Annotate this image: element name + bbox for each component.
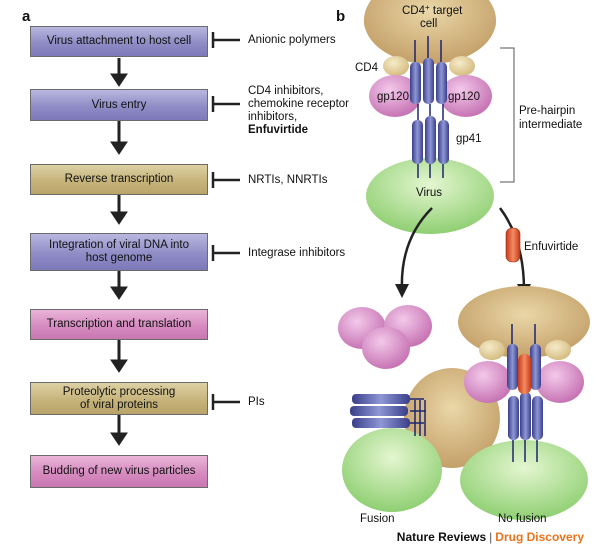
cd4-label: CD4: [355, 62, 379, 74]
virus-cell-top: [366, 158, 494, 234]
inhibitor-pis: PIs: [248, 396, 265, 408]
inhibition-bar-4: [211, 245, 240, 261]
panel-a-letter: a: [22, 8, 31, 25]
inhibitor-integrase: Integrase inhibitors: [248, 247, 346, 259]
nofusion-virus-cell: [460, 440, 588, 520]
target-cell-label: CD4+ target: [402, 3, 463, 17]
cd4-left: [383, 56, 409, 76]
helix-bundle-top-lower: [412, 116, 449, 164]
flow-arrow-6: [110, 414, 128, 446]
inhibition-bar-3: [211, 172, 240, 188]
pre-hairpin-complex: [364, 0, 515, 234]
step-virus-attachment: Virus attachment to host cell: [30, 26, 208, 57]
gp120-left-label: gp120: [377, 91, 409, 103]
nofusion-target-cell: [458, 286, 590, 358]
no-fusion-outcome-label: No fusion: [498, 513, 547, 525]
no-fusion-complex: [458, 286, 590, 520]
fusion-arrow: [400, 207, 433, 291]
intermediate-bracket: [500, 47, 515, 183]
bound-enfuvirtide: [518, 354, 531, 394]
inhibition-bar-1: [211, 32, 240, 48]
flow-arrow-3: [110, 194, 128, 225]
step-reverse-transcription: Reverse transcription: [30, 164, 208, 195]
flow-arrows: [110, 58, 128, 446]
step-transcription-translation: Transcription and translation: [30, 309, 208, 340]
flow-arrow-1: [110, 58, 128, 87]
cd4-right: [449, 56, 475, 76]
gp120-right-label: gp120: [448, 91, 480, 103]
intermediate-label-line2: intermediate: [519, 119, 582, 131]
step-proteolytic-processing: Proteolytic processing of viral proteins: [30, 382, 208, 415]
fusion-outcome-label: Fusion: [360, 513, 395, 525]
panel-b-letter: b: [336, 8, 346, 25]
virus-label: Virus: [416, 187, 442, 199]
credit-separator: |: [489, 530, 493, 544]
inhibition-bar-6: [211, 394, 240, 410]
shed-gp120: [338, 305, 432, 369]
step-virus-entry: Virus entry: [30, 89, 208, 121]
fusion-virus-cell: [342, 428, 442, 512]
helix-bundle-top-upper: [410, 58, 447, 104]
step-budding: Budding of new virus particles: [30, 455, 208, 488]
flow-arrow-5: [110, 340, 128, 373]
journal-credit: Nature Reviews|Drug Discovery: [397, 530, 584, 544]
inhibitor-enfuvirtide: Enfuvirtide: [248, 124, 309, 136]
fusion-peptide-lines: [414, 36, 444, 178]
enfuvirtide-label: Enfuvirtide: [524, 241, 578, 253]
gp41-label: gp41: [456, 133, 482, 145]
credit-journal: Nature Reviews: [396, 530, 487, 544]
gp120-right: [440, 75, 492, 117]
target-cell-cd4: CD4: [402, 5, 426, 17]
enfuvirtide-drug: [505, 227, 521, 263]
target-cell-line2: cell: [420, 18, 437, 30]
target-cell-sup: +: [425, 3, 430, 12]
inhibitor-entry-text: CD4 inhibitors, chemokine receptor inhib…: [248, 85, 349, 123]
inhibition-bar-2: [211, 96, 240, 112]
flow-arrow-4: [110, 270, 128, 300]
inhibition-bars: [211, 32, 240, 410]
inhibitor-nrtis: NRTIs, NNRTIs: [248, 174, 328, 186]
target-cell-body: [364, 0, 496, 64]
credit-section: Drug Discovery: [495, 530, 584, 544]
flow-arrow-2: [110, 121, 128, 155]
step-integration: Integration of viral DNA into host genom…: [30, 233, 208, 271]
inhibitor-entry-group: CD4 inhibitors, chemokine receptor inhib…: [248, 85, 352, 137]
target-cell-suffix: target: [430, 5, 463, 17]
inhibitor-anionic-polymers: Anionic polymers: [248, 34, 336, 46]
gp120-left: [369, 75, 421, 117]
intermediate-label-line1: Pre-hairpin: [519, 105, 575, 117]
six-helix-bundle: [350, 394, 410, 428]
